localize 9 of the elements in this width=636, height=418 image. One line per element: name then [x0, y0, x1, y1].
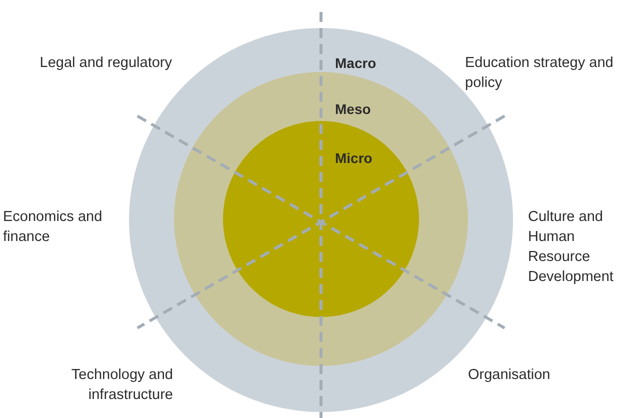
sector-label: Culture and Human Resource Development [528, 208, 614, 287]
sector-label: Legal and regulatory [38, 54, 172, 73]
sector-label: Economics and finance [3, 208, 104, 247]
ring-label: Micro [335, 150, 372, 166]
sector-label: Technology and infrastructure [70, 366, 173, 405]
sector-label: Education strategy and policy [465, 54, 614, 93]
ring-label: Meso [335, 101, 371, 117]
ring-label: Macro [335, 55, 376, 71]
sector-label: Organisation [468, 366, 552, 385]
